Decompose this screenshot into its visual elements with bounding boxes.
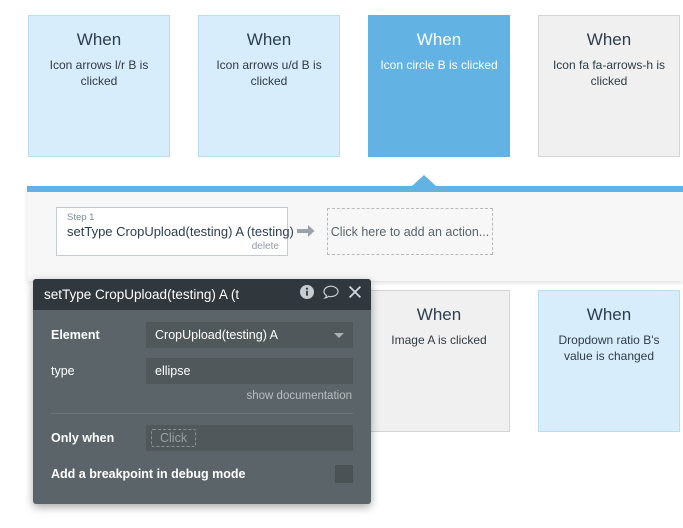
only-when-row: Only when Click (51, 425, 353, 451)
comment-icon[interactable] (323, 285, 339, 304)
chevron-down-icon (334, 332, 344, 338)
event-card-icon-arrows-lr[interactable]: When Icon arrows l/r B is clicked (28, 15, 170, 157)
close-icon[interactable] (348, 285, 362, 304)
event-card-subtitle: Icon arrows l/r B is clicked (49, 58, 149, 88)
show-documentation-link[interactable]: show documentation (246, 390, 352, 402)
element-dropdown[interactable]: CropUpload(testing) A (146, 322, 353, 348)
event-card-icon-fa-arrows-h[interactable]: When Icon fa fa-arrows-h is clicked (538, 15, 680, 157)
element-dropdown-value: CropUpload(testing) A (155, 328, 278, 342)
info-icon[interactable] (300, 285, 314, 304)
event-card-image-a-clicked[interactable]: When Image A is clicked (368, 290, 510, 432)
property-editor-title: setType CropUpload(testing) A (t (44, 287, 240, 302)
breakpoint-label: Add a breakpoint in debug mode (51, 467, 246, 481)
type-field-row: type ellipse (51, 358, 353, 384)
event-card-subtitle: Icon fa fa-arrows-h is clicked (552, 58, 666, 88)
property-editor-divider (51, 413, 353, 414)
event-card-title: When (416, 30, 462, 49)
step-number-label: Step 1 (67, 212, 95, 223)
type-field-label: type (51, 364, 75, 378)
add-action-button[interactable]: Click here to add an action... (327, 208, 493, 255)
element-field-label: Element (51, 328, 100, 342)
event-card-subtitle: Image A is clicked (391, 333, 487, 347)
breakpoint-checkbox[interactable] (335, 465, 353, 483)
step-title: setType CropUpload(testing) A (testing) (67, 224, 294, 239)
add-action-label: Click here to add an action... (330, 224, 490, 239)
event-card-title: When (76, 30, 122, 49)
property-editor-header: setType CropUpload(testing) A (t (33, 279, 371, 310)
event-card-icon-arrows-ud[interactable]: When Icon arrows u/d B is clicked (198, 15, 340, 157)
arrow-right-icon (296, 222, 316, 240)
workflow-step-1[interactable]: Step 1 setType CropUpload(testing) A (te… (56, 207, 294, 256)
event-card-dropdown-ratio-changed[interactable]: When Dropdown ratio B's value is changed (538, 290, 680, 432)
type-input-value: ellipse (155, 364, 191, 378)
event-card-subtitle: Dropdown ratio B's value is changed (558, 333, 660, 363)
only-when-input[interactable]: Click (146, 425, 353, 451)
element-field-row: Element CropUpload(testing) A (51, 322, 353, 348)
event-card-title: When (586, 305, 632, 324)
event-card-title: When (416, 305, 462, 324)
property-editor-header-icons (300, 285, 362, 304)
event-card-icon-circle-selected[interactable]: When Icon circle B is clicked (368, 15, 510, 157)
event-card-subtitle: Icon circle B is clicked (380, 58, 498, 72)
property-editor-body: Element CropUpload(testing) A type ellip… (33, 310, 371, 483)
breakpoint-row: Add a breakpoint in debug mode (51, 465, 353, 483)
property-editor-popup: setType CropUpload(testing) A (t (33, 279, 371, 504)
only-when-placeholder: Click (151, 429, 197, 447)
event-card-title: When (246, 30, 292, 49)
event-card-subtitle: Icon arrows u/d B is clicked (216, 58, 322, 88)
type-input[interactable]: ellipse (146, 358, 353, 384)
panel-pointer-triangle (412, 175, 436, 186)
only-when-label: Only when (51, 431, 115, 445)
step-delete-link[interactable]: delete (251, 241, 279, 252)
event-card-title: When (586, 30, 632, 49)
